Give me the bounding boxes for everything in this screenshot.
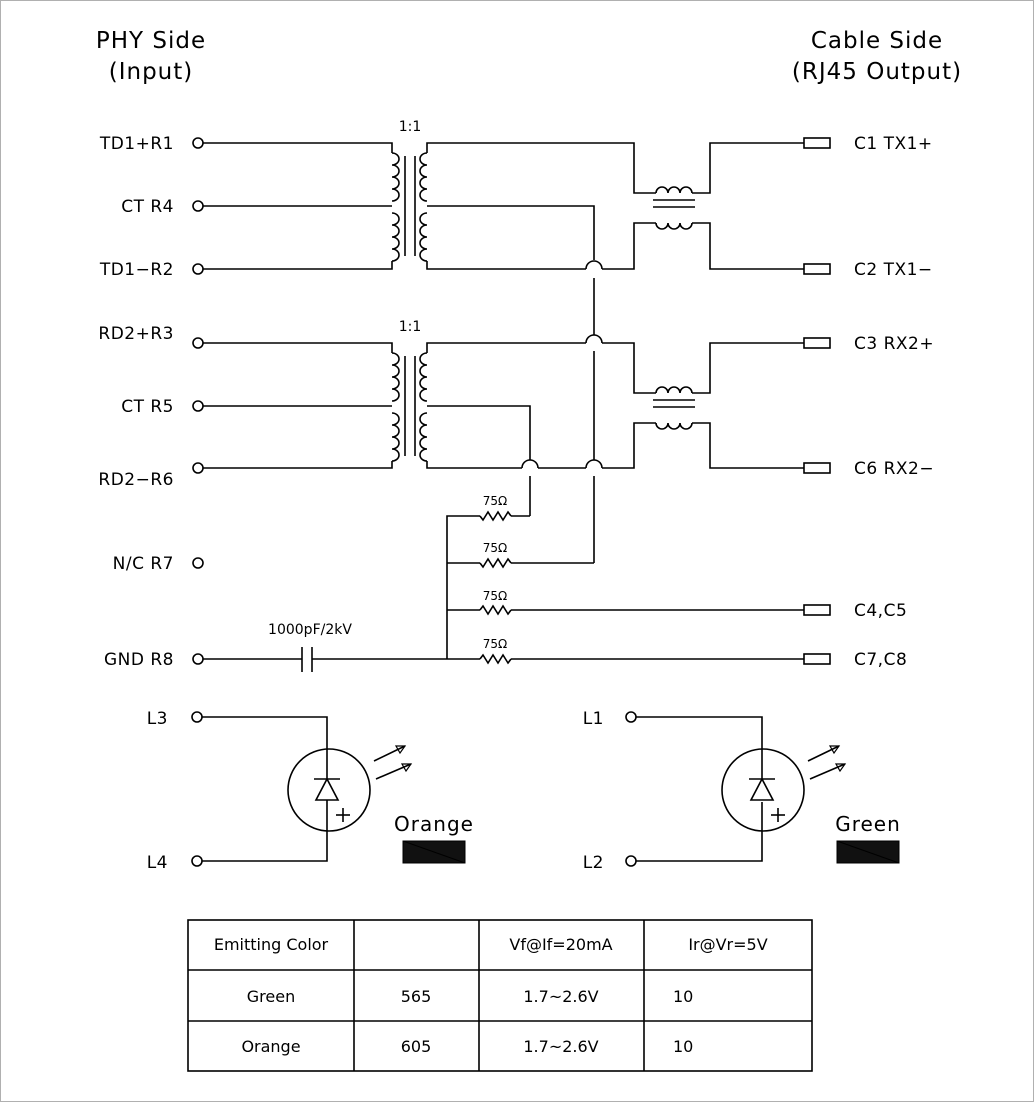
table-header-emitting-color: Emitting Color — [214, 935, 329, 954]
pin-label-ct-r5: CT R5 — [121, 397, 174, 417]
capacitor: 1000pF/2kV — [203, 622, 447, 672]
pin-label-c7-c8: C7,C8 — [854, 650, 907, 670]
pin-label-ct-r4: CT R4 — [121, 197, 174, 217]
cable-side-title: Cable Side — [811, 28, 943, 54]
transformer-2: 1:1 — [203, 319, 656, 469]
resistor-2-label: 75Ω — [483, 541, 507, 555]
led-spec-table: Emitting Color Vf@If=20mA Ir@Vr=5V Green… — [187, 919, 813, 1072]
resistor-4-label: 75Ω — [483, 637, 507, 651]
resistor-3-label: 75Ω — [483, 589, 507, 603]
left-pin-terminals — [192, 137, 204, 665]
transformer-2-ratio: 1:1 — [399, 319, 422, 335]
transformer-1-ratio: 1:1 — [399, 119, 422, 135]
right-pin-terminals — [803, 137, 831, 665]
table-cell: 565 — [401, 987, 432, 1006]
center-tap-wiring — [529, 278, 595, 563]
led-orange: L3 L4 Orange — [147, 709, 474, 873]
pin-label-nc-r7: N/C R7 — [113, 554, 174, 574]
table-cell: 605 — [401, 1037, 432, 1056]
pin-label-td1-plus: TD1+R1 — [99, 134, 174, 154]
led-green: L1 L2 Green — [583, 709, 901, 873]
table-header-ir: Ir@Vr=5V — [688, 935, 767, 954]
table-cell: Orange — [241, 1037, 300, 1056]
pin-label-c1-tx1-plus: C1 TX1+ — [854, 134, 933, 154]
led-pin-l3: L3 — [147, 709, 168, 729]
table-cell: Green — [247, 987, 295, 1006]
table-cell: 10 — [673, 1037, 693, 1056]
table-header-vf: Vf@If=20mA — [509, 935, 612, 954]
led-pin-l2: L2 — [583, 853, 604, 873]
transformer-1: 1:1 — [203, 119, 656, 270]
led-pin-l1: L1 — [583, 709, 604, 729]
led-green-label: Green — [835, 812, 901, 836]
pin-label-rd2-plus: RD2+R3 — [98, 324, 174, 344]
table-cell: 10 — [673, 987, 693, 1006]
pin-label-td1-minus: TD1−R2 — [99, 260, 174, 280]
resistor-network: 75Ω 75Ω 75Ω 75Ω — [446, 494, 804, 665]
capacitor-label: 1000pF/2kV — [268, 622, 352, 638]
resistor-1-label: 75Ω — [483, 494, 507, 508]
pin-label-c6-rx2-minus: C6 RX2− — [854, 459, 934, 479]
cable-side-subtitle: (RJ45 Output) — [792, 59, 962, 85]
table-cell: 1.7~2.6V — [523, 987, 598, 1006]
phy-side-title: PHY Side — [96, 28, 206, 54]
pin-label-rd2-minus: RD2−R6 — [98, 470, 174, 490]
pin-label-c3-rx2-plus: C3 RX2+ — [854, 334, 934, 354]
choke-1 — [653, 142, 804, 270]
led-pin-l4: L4 — [147, 853, 168, 873]
choke-2 — [653, 342, 804, 469]
pin-label-c4-c5: C4,C5 — [854, 601, 907, 621]
pin-label-c2-tx1-minus: C2 TX1− — [854, 260, 933, 280]
phy-side-subtitle: (Input) — [109, 59, 194, 85]
led-orange-label: Orange — [394, 812, 474, 836]
table-cell: 1.7~2.6V — [523, 1037, 598, 1056]
pin-label-gnd-r8: GND R8 — [104, 650, 174, 670]
